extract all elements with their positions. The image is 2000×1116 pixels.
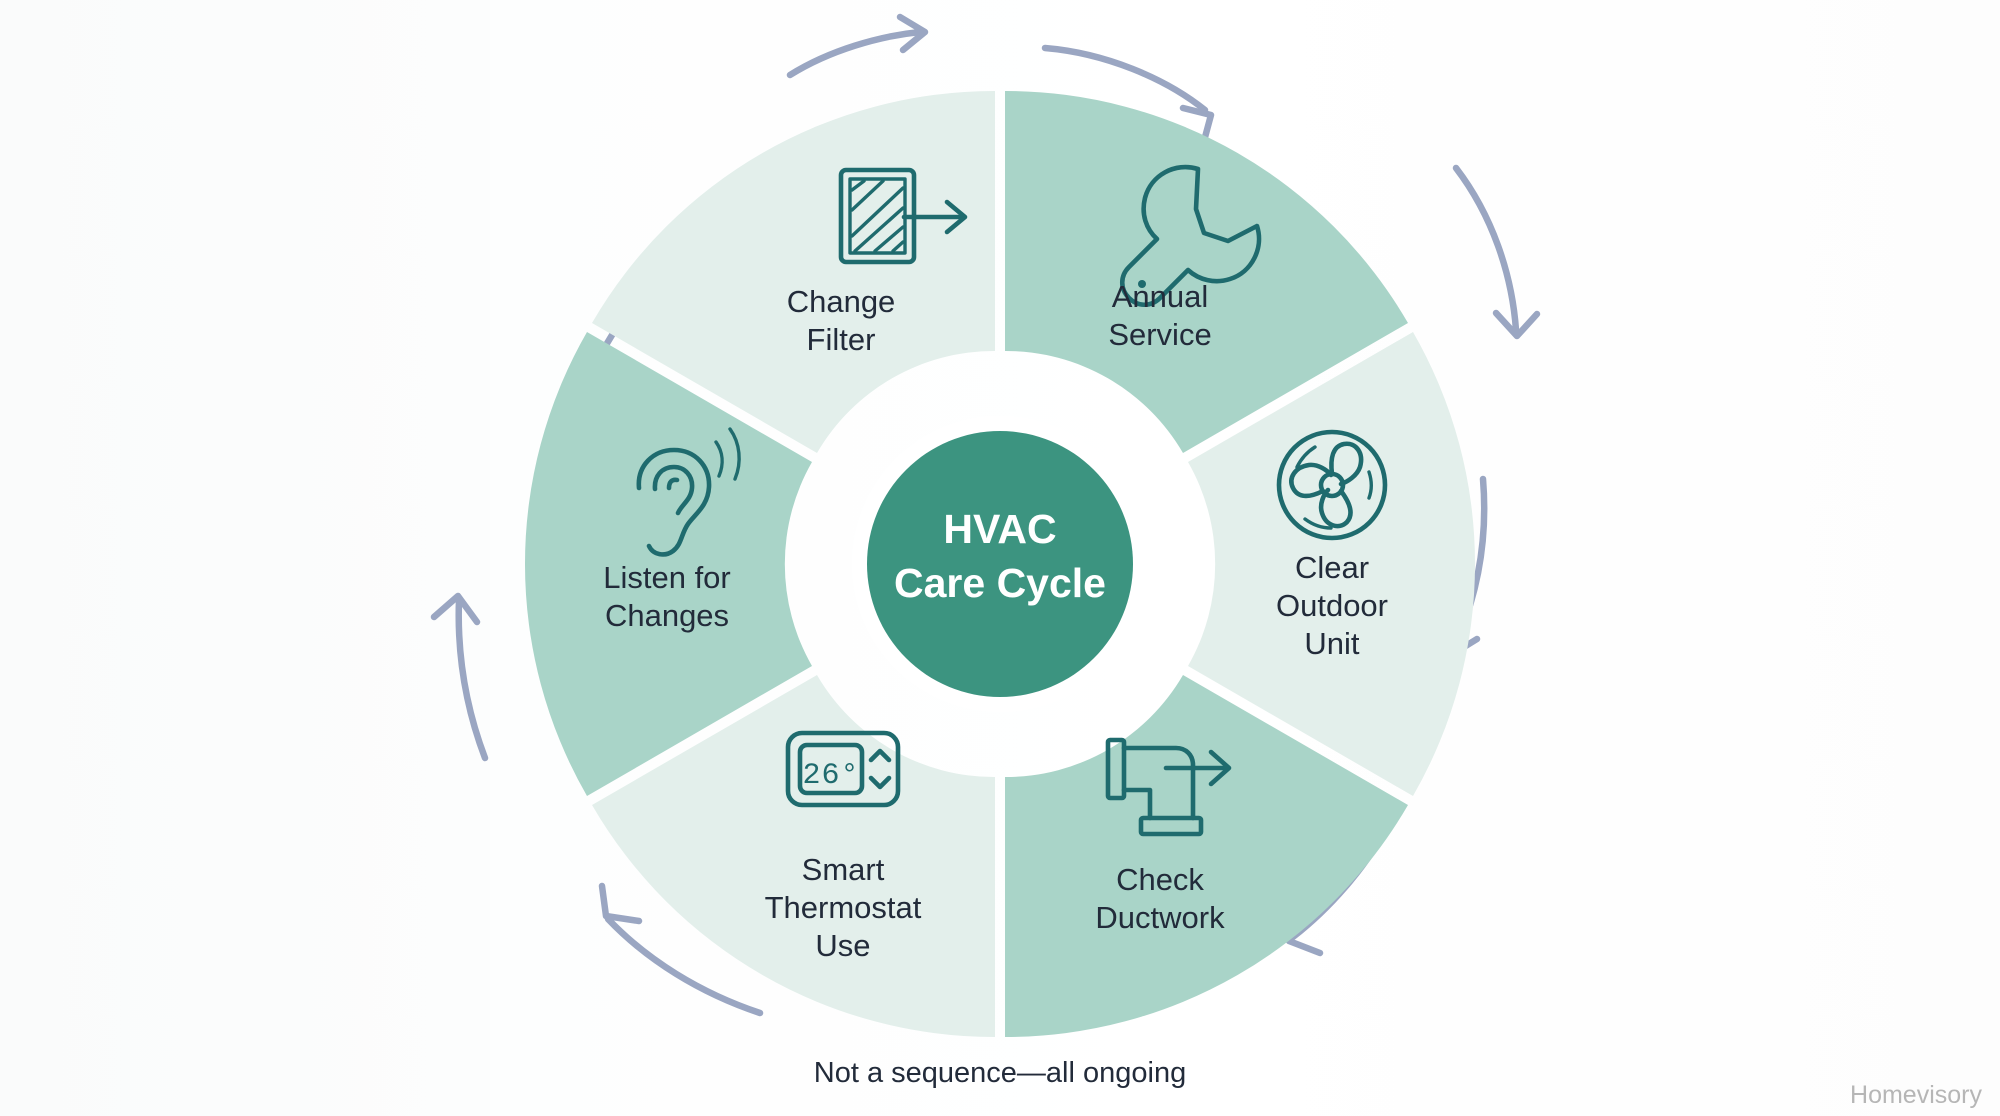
- smart-thermostat-label-line2: Thermostat: [765, 890, 922, 925]
- annual-service-content: Annual Service: [1108, 164, 1262, 352]
- hub-group: HVAC Care Cycle: [852, 416, 1148, 712]
- watermark: Homevisory: [1850, 1081, 1982, 1109]
- annual-service-label-line1: Annual: [1112, 279, 1209, 314]
- segment-change-filter[interactable]: [592, 90, 995, 453]
- caption: Not a sequence—all ongoing: [814, 1057, 1186, 1089]
- check-ductwork-content: Check Ductwork: [1095, 737, 1232, 935]
- segment-annual-service[interactable]: [1005, 90, 1408, 453]
- cycle-arrow-right-upper: [1452, 164, 1541, 340]
- smart-thermostat-label-line1: Smart: [802, 852, 885, 887]
- segment-group: [524, 90, 1476, 1038]
- hub-title-line2: Care Cycle: [894, 560, 1106, 606]
- segment-smart-thermostat-use[interactable]: [592, 675, 995, 1038]
- smart-thermostat-label-line3: Use: [815, 928, 870, 963]
- ear-listening-icon: [636, 427, 741, 557]
- cycle-arrow-left-lower: [430, 592, 489, 762]
- check-ductwork-label-line2: Ductwork: [1095, 900, 1225, 935]
- annual-service-label-line2: Service: [1108, 317, 1211, 352]
- cycle-arrow-top-left: [786, 13, 929, 79]
- fan-icon: [1276, 429, 1388, 541]
- listen-for-changes-label-line1: Listen for: [603, 560, 731, 595]
- duct-arrow-icon: [1105, 737, 1232, 837]
- thermostat-icon: 26°: [785, 730, 901, 808]
- thermostat-reading: 26°: [802, 759, 859, 793]
- listen-for-changes-content: Listen for Changes: [603, 427, 741, 633]
- check-ductwork-label-line1: Check: [1116, 862, 1204, 897]
- clear-outdoor-unit-label-line1: Clear: [1295, 550, 1369, 585]
- listen-for-changes-label-line2: Changes: [605, 598, 729, 633]
- clear-outdoor-unit-label-line3: Unit: [1304, 626, 1360, 661]
- wrench-icon: [1119, 164, 1262, 308]
- segment-listen-for-changes[interactable]: [524, 332, 812, 796]
- filter-panel-arrow-icon: [838, 167, 968, 265]
- clear-outdoor-unit-label-line2: Outdoor: [1276, 588, 1388, 623]
- segment-clear-outdoor-unit[interactable]: [1188, 332, 1476, 796]
- change-filter-label-line1: Change: [787, 284, 896, 319]
- change-filter-label-line2: Filter: [807, 322, 876, 357]
- hub-title-line1: HVAC: [943, 506, 1056, 552]
- change-filter-content: Change Filter: [787, 167, 968, 357]
- hub-circle[interactable]: [867, 431, 1133, 697]
- clear-outdoor-unit-content: Clear Outdoor Unit: [1276, 429, 1388, 661]
- cycle-arrow-bottom: [598, 882, 764, 1017]
- cycle-arrow-top-right: [1041, 44, 1215, 145]
- smart-thermostat-use-content: 26° Smart Thermostat Use: [765, 730, 922, 963]
